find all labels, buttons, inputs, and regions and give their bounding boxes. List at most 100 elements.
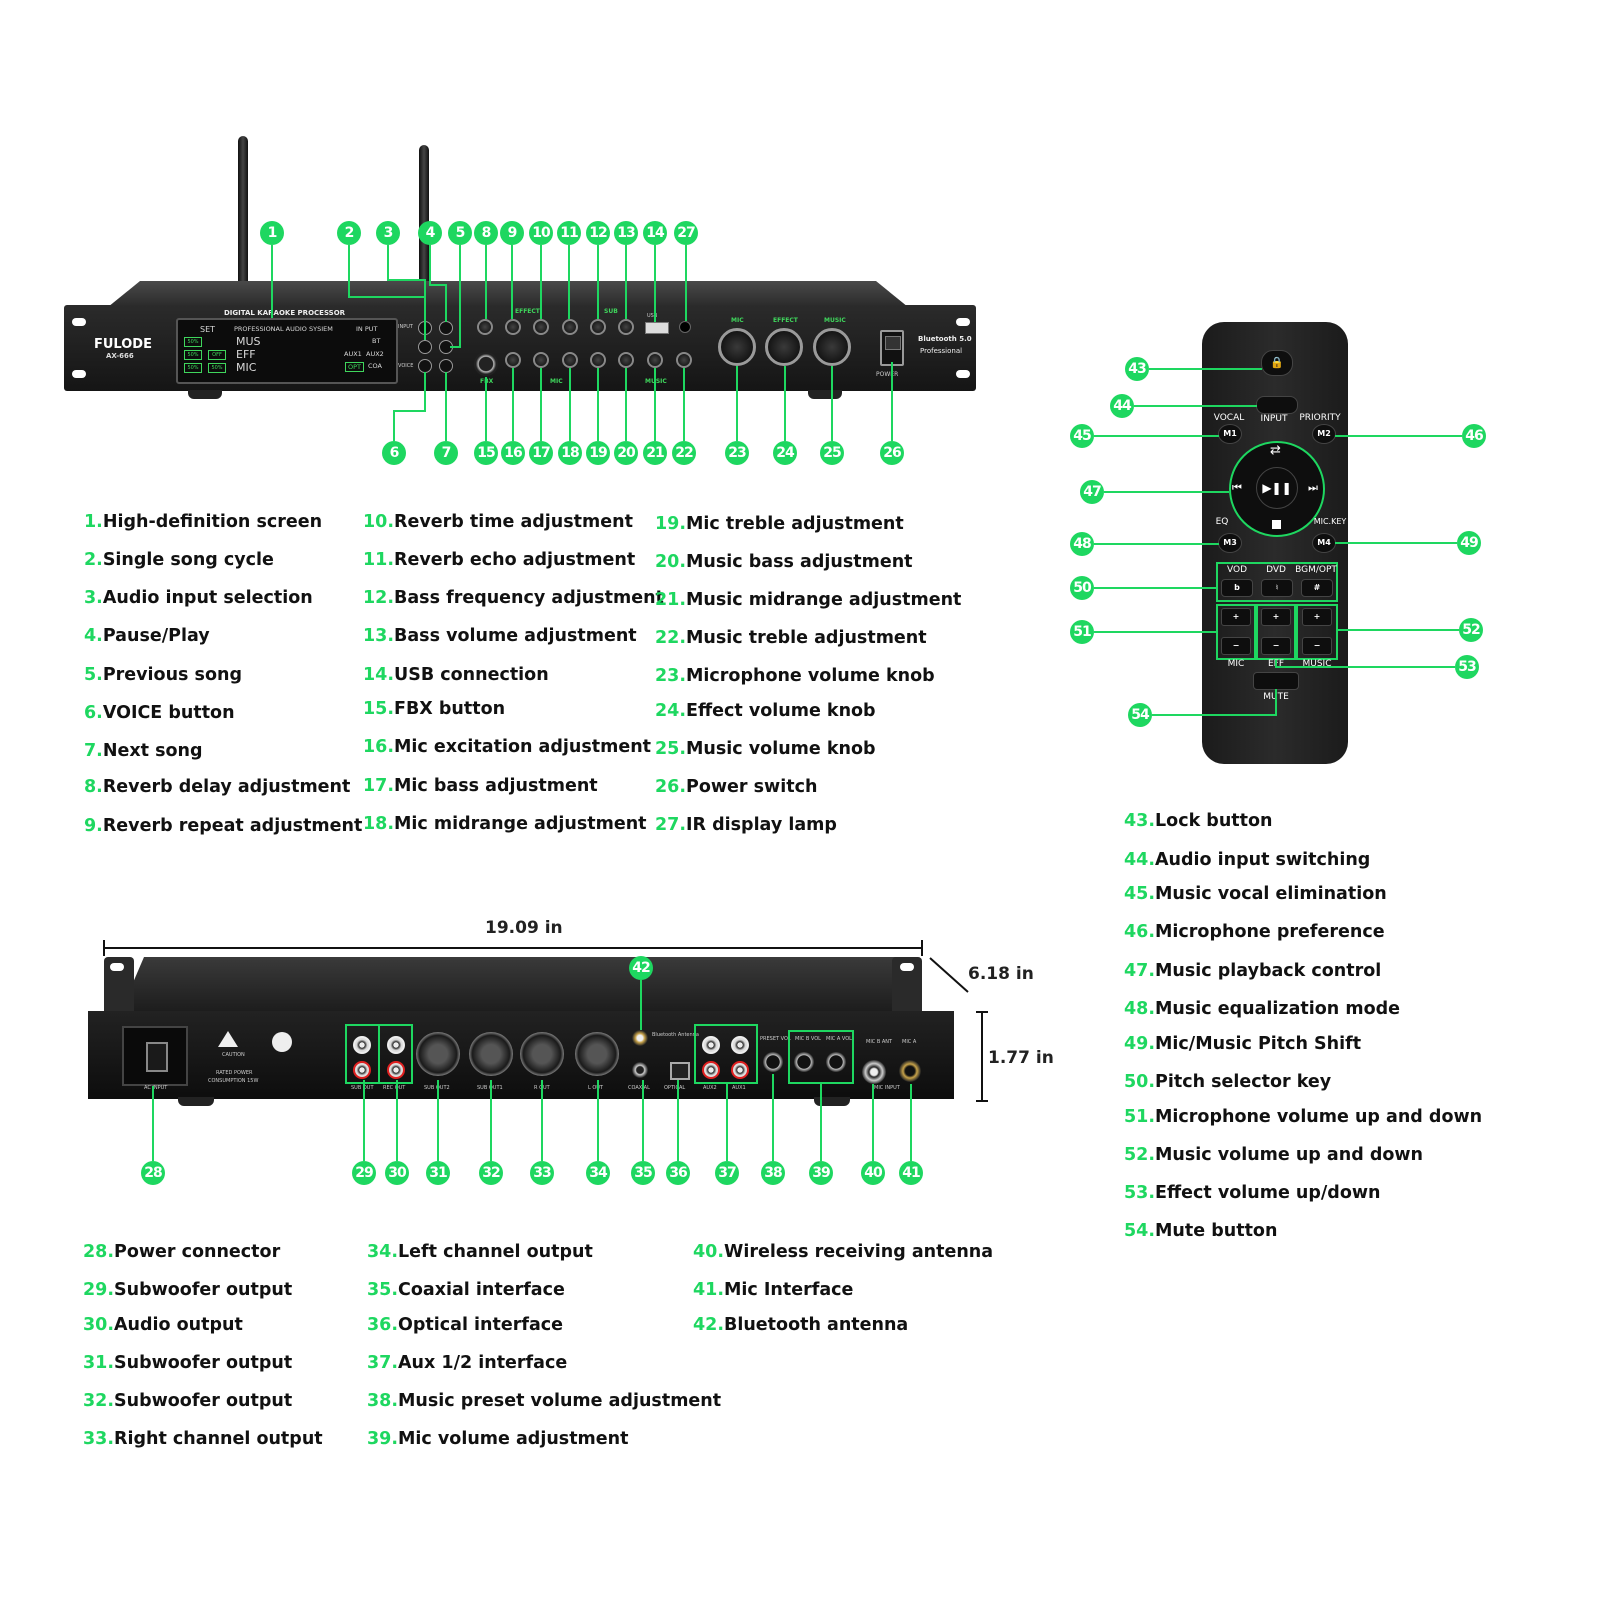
aux2-rca-white[interactable] [702, 1036, 720, 1054]
sub-out2-xlr[interactable] [416, 1032, 460, 1076]
m4-button[interactable]: M4 [1312, 533, 1336, 553]
mic-b-vol-knob[interactable] [794, 1052, 814, 1072]
screen-cell: 50% [184, 337, 202, 347]
screen-cell: OFF [208, 350, 226, 360]
mic-a-vol-knob[interactable] [826, 1052, 846, 1072]
fbx-label: FBX [480, 378, 494, 385]
ground-label-disc [272, 1032, 292, 1052]
legend-number: 43. [1124, 811, 1156, 831]
legend-number: 31. [83, 1353, 115, 1373]
legend-text: FBX button [394, 699, 506, 719]
coaxial-port[interactable] [632, 1062, 648, 1078]
ac-pins [146, 1042, 168, 1072]
mic-volume-up[interactable]: + [1221, 608, 1251, 626]
previous-song-button[interactable] [439, 340, 453, 354]
legend-item: 35.Coaxial interface [367, 1280, 565, 1300]
eff-volume-down[interactable]: − [1261, 637, 1291, 655]
pitch-flat-key[interactable]: b [1221, 579, 1253, 597]
reverb-delay-knob[interactable] [477, 319, 493, 335]
mic-volume-down[interactable]: − [1221, 637, 1251, 655]
m1-button[interactable]: M1 [1218, 424, 1242, 444]
callout-number: 24 [773, 441, 797, 465]
optical-port[interactable] [670, 1062, 690, 1080]
previous-icon: ⏮ [1232, 481, 1242, 494]
music-volume-up[interactable]: + [1302, 608, 1332, 626]
rec-out-rca-red[interactable] [387, 1061, 405, 1079]
input-button-remote[interactable] [1256, 396, 1298, 414]
input-button[interactable] [418, 321, 432, 335]
music-treble-knob[interactable] [676, 352, 692, 368]
reverb-repeat-knob[interactable] [505, 319, 521, 335]
music-bass-knob[interactable] [618, 352, 634, 368]
mic-treble-knob[interactable] [590, 352, 606, 368]
legend-number: 22. [655, 628, 687, 648]
pause-play-button[interactable] [439, 321, 453, 335]
aux1-rca-white[interactable] [731, 1036, 749, 1054]
effect-volume-knob[interactable] [765, 328, 803, 366]
play-pause-button[interactable]: ▶❚❚ [1256, 467, 1298, 509]
preset-vol-knob[interactable] [763, 1052, 783, 1072]
sub-out1-xlr[interactable] [469, 1032, 513, 1076]
bluetooth-label: Bluetooth 5.0 [918, 335, 972, 343]
usb-port[interactable] [645, 322, 669, 334]
remote-dvd-label: DVD [1266, 565, 1286, 575]
sub-out-rca-white[interactable] [353, 1036, 371, 1054]
callout-number: 38 [761, 1161, 785, 1185]
legend-number: 18. [363, 814, 395, 834]
legend-text: Power connector [114, 1242, 281, 1262]
pitch-sharp-key[interactable]: # [1301, 579, 1333, 597]
aux2-label: AUX2 [703, 1085, 717, 1091]
bass-volume-knob[interactable] [618, 319, 634, 335]
mute-button[interactable] [1253, 672, 1299, 690]
microphone-volume-knob[interactable] [718, 328, 756, 366]
panel-header: DIGITAL KARAOKE PROCESSOR [224, 309, 346, 317]
legend-number: 50. [1124, 1072, 1156, 1092]
power-switch[interactable] [880, 330, 904, 366]
next-song-button[interactable] [439, 359, 453, 373]
mic-bass-knob[interactable] [533, 352, 549, 368]
music-volume-knob[interactable] [813, 328, 851, 366]
l-out-xlr[interactable] [575, 1032, 619, 1076]
music-volume-down[interactable]: − [1302, 637, 1332, 655]
callout-number: 54 [1128, 703, 1152, 727]
eff-volume-up[interactable]: + [1261, 608, 1291, 626]
aux1-rca-red[interactable] [731, 1061, 749, 1079]
optical-label: OPTICAL [664, 1085, 686, 1091]
callout-number: 37 [715, 1161, 739, 1185]
reverb-echo-knob[interactable] [562, 319, 578, 335]
legend-item: 54.Mute button [1124, 1221, 1277, 1241]
mic-midrange-knob[interactable] [562, 352, 578, 368]
music-midrange-knob[interactable] [647, 352, 663, 368]
screen-set-label: SET [200, 325, 216, 334]
usb-label: USB [647, 313, 658, 319]
antenna-right [419, 145, 429, 285]
m2-button[interactable]: M2 [1312, 424, 1336, 444]
legend-text: Mute button [1155, 1221, 1278, 1241]
pitch-natural-key[interactable]: ♮ [1261, 579, 1293, 597]
callout-number: 27 [674, 221, 698, 245]
legend-text: Bass volume adjustment [394, 626, 637, 646]
legend-number: 35. [367, 1280, 399, 1300]
legend-text: Mic excitation adjustment [394, 737, 652, 757]
single-cycle-button[interactable] [418, 340, 432, 354]
rack-ear-hole [72, 318, 86, 326]
mic-excitation-knob[interactable] [505, 352, 521, 368]
aux2-rca-red[interactable] [702, 1061, 720, 1079]
bass-frequency-knob[interactable] [590, 319, 606, 335]
bluetooth-antenna-connector[interactable] [632, 1030, 648, 1046]
sub-section-label: SUB [604, 308, 618, 315]
r-out-xlr[interactable] [520, 1032, 564, 1076]
legend-number: 41. [693, 1280, 725, 1300]
ac-input-socket[interactable] [122, 1026, 188, 1086]
legend-number: 30. [83, 1315, 115, 1335]
mic-a-jack[interactable] [899, 1060, 921, 1082]
sub-out-rca-red[interactable] [353, 1061, 371, 1079]
reverb-time-knob[interactable] [533, 319, 549, 335]
wireless-antenna-connector[interactable] [862, 1060, 886, 1084]
fbx-button[interactable] [474, 352, 498, 376]
lock-button[interactable]: 🔒 [1261, 350, 1293, 376]
pitch-selector-group [1216, 562, 1338, 602]
voice-button[interactable] [418, 359, 432, 373]
m3-button[interactable]: M3 [1218, 533, 1242, 553]
rec-out-rca-white[interactable] [387, 1036, 405, 1054]
